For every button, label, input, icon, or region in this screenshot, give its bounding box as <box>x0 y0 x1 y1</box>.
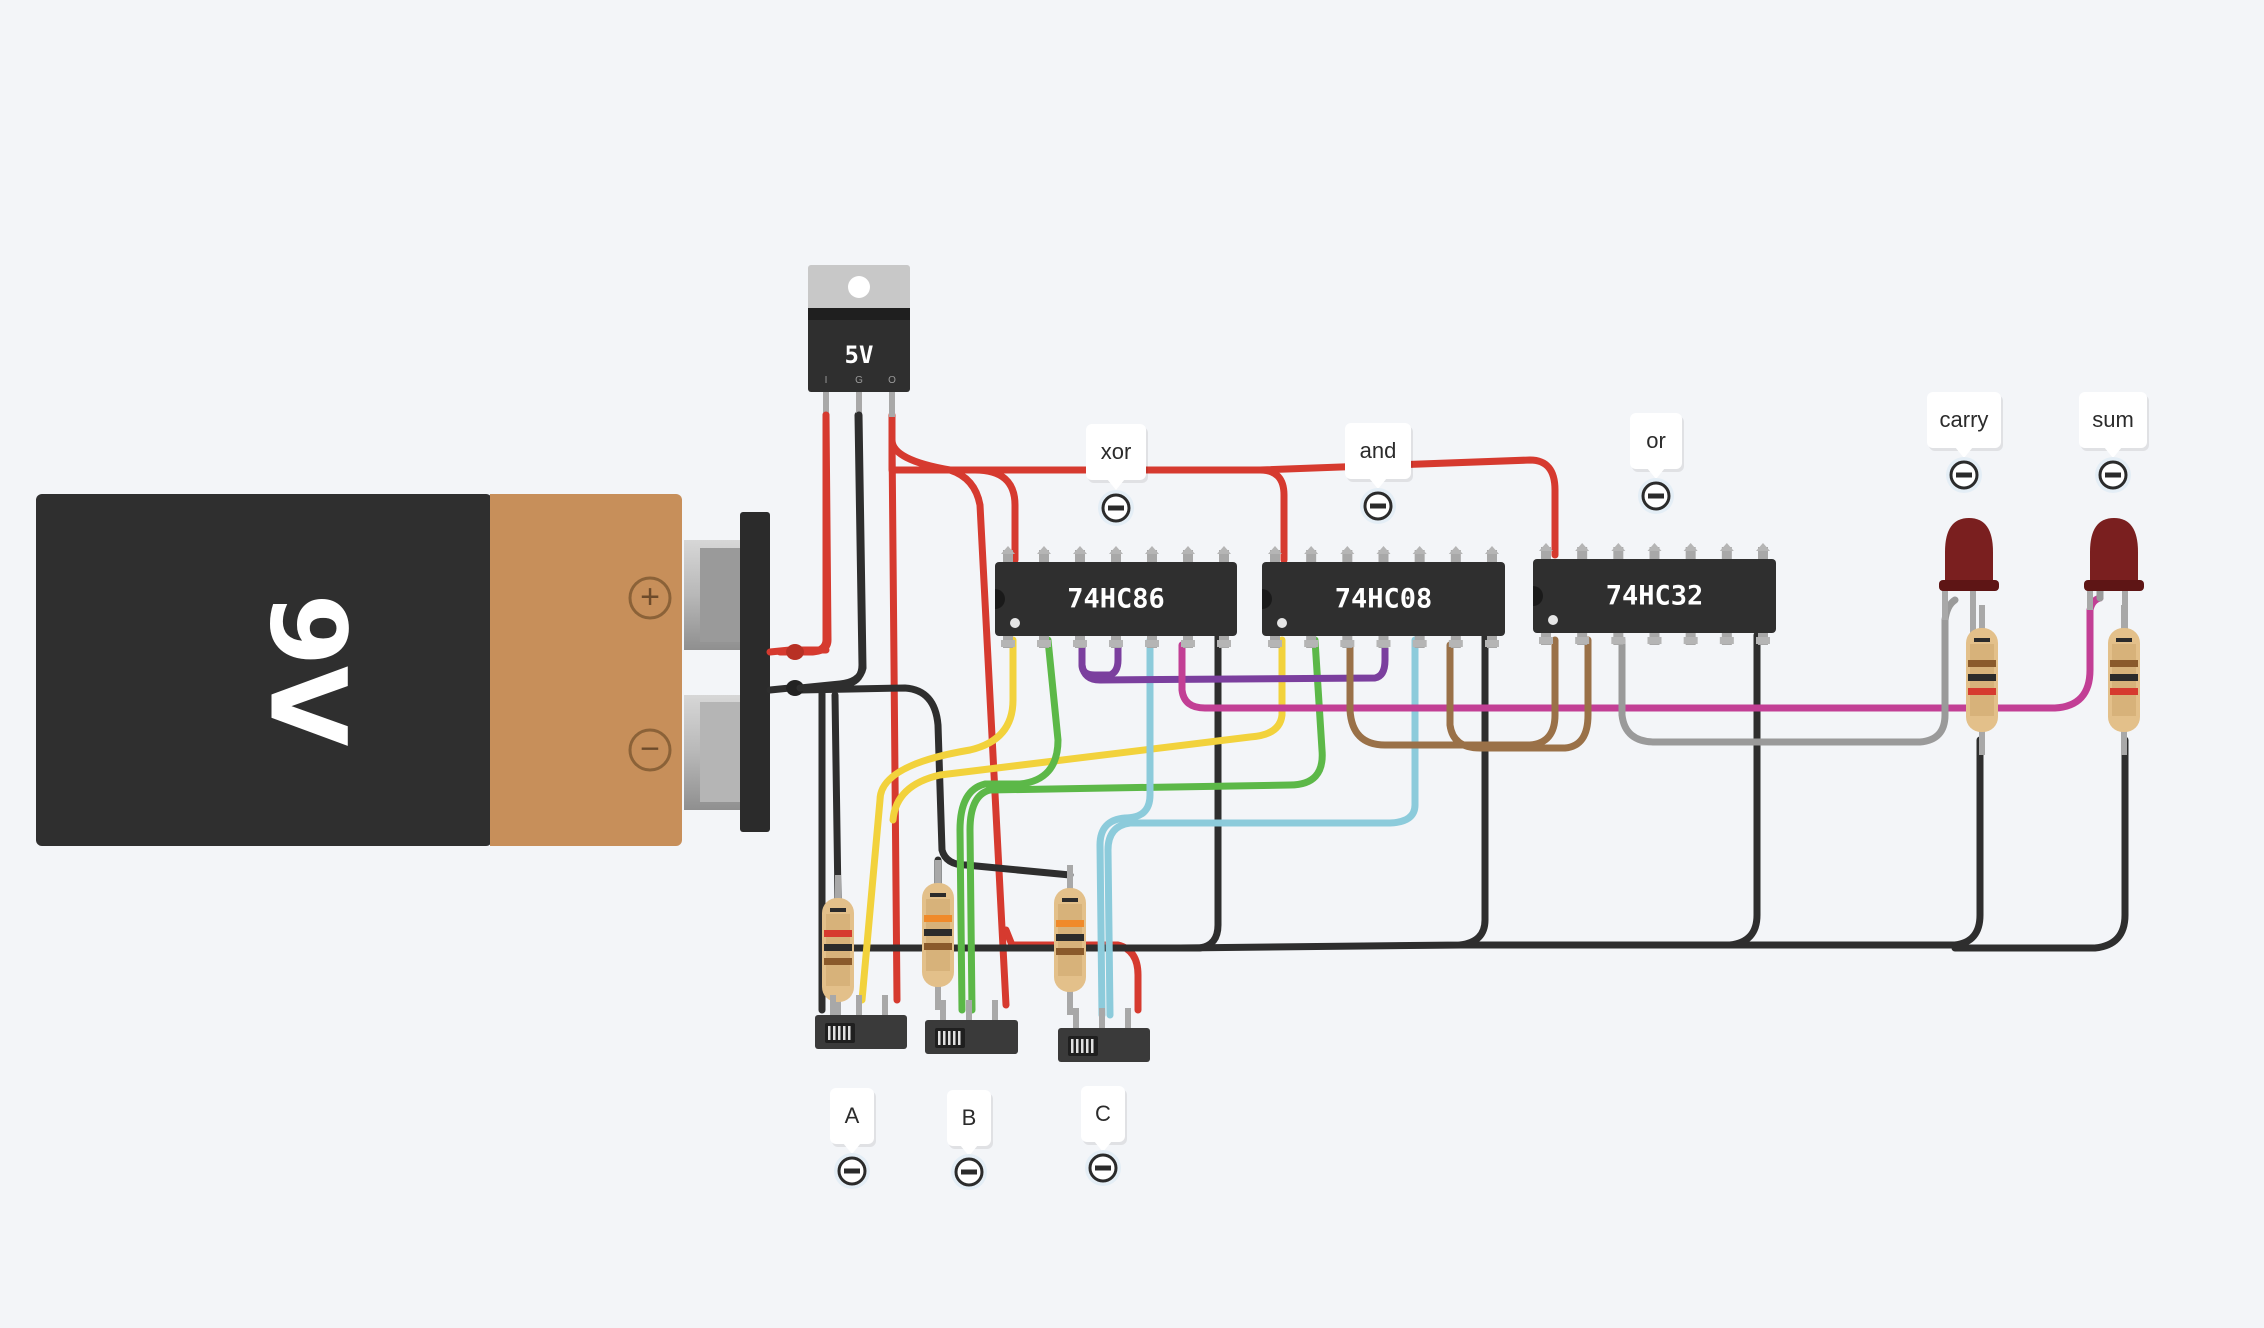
led-carry[interactable] <box>1939 518 1999 635</box>
resistor[interactable] <box>822 875 854 1025</box>
component-label-tag[interactable]: or <box>1630 413 1684 479</box>
collapse-minus-icon[interactable] <box>2095 457 2131 493</box>
ic-pin-top[interactable] <box>1721 547 1732 559</box>
wires <box>776 411 2129 1019</box>
tag-label: sum <box>2092 407 2134 432</box>
collapse-minus-icon[interactable] <box>1098 490 1134 526</box>
ic-pin-top[interactable] <box>1306 550 1317 562</box>
ic-pin-top[interactable] <box>1378 550 1389 562</box>
component-label-tag[interactable]: and <box>1345 423 1413 489</box>
chip-label: 74HC32 <box>1606 581 1704 612</box>
voltage-regulator[interactable]: 5V I G O <box>808 265 910 417</box>
wire-ground[interactable] <box>831 691 842 904</box>
ic-pin-top[interactable] <box>1450 550 1461 562</box>
component-label-tag[interactable]: xor <box>1086 424 1148 490</box>
ic-pin-top[interactable] <box>1487 550 1497 562</box>
ic-pin-top[interactable] <box>1613 547 1624 559</box>
collapse-minus-icon[interactable] <box>951 1154 987 1190</box>
battery-label: 9V <box>247 594 369 747</box>
collapse-minus-icon[interactable] <box>1085 1150 1121 1186</box>
ic-pin-top[interactable] <box>1270 550 1280 562</box>
wire-ground[interactable] <box>1456 631 1761 949</box>
wire-signal-green[interactable] <box>966 636 1326 1014</box>
regulator-pin-label: I <box>825 375 828 386</box>
wire-ground[interactable] <box>1726 736 1984 949</box>
component-label-tag[interactable]: C <box>1081 1086 1127 1152</box>
collapse-minus-icon[interactable] <box>834 1153 870 1189</box>
ic-pin-top[interactable] <box>1342 550 1353 562</box>
battery-9v[interactable]: 9V + − <box>36 494 830 846</box>
wire-power[interactable] <box>776 411 830 656</box>
collapse-minus-icon[interactable] <box>1946 457 1982 493</box>
ic-pin-top[interactable] <box>1758 547 1768 559</box>
ic-pin-top[interactable] <box>1219 550 1229 562</box>
resistor[interactable] <box>2108 605 2140 755</box>
ic-chip-74hc86[interactable]: 74HC86 <box>995 546 1237 648</box>
component-label-tag[interactable]: B <box>947 1090 993 1156</box>
chip-label: 74HC08 <box>1335 584 1433 615</box>
wire-power[interactable] <box>888 436 901 1004</box>
wire-signal-cyan[interactable] <box>1104 636 1419 1019</box>
wire-signal-brown[interactable] <box>1446 636 1592 752</box>
wire-signal-purple[interactable] <box>1078 641 1122 679</box>
tag-label: carry <box>1940 407 1989 432</box>
wire-power[interactable] <box>888 411 1019 564</box>
slide-switch-c[interactable] <box>1058 1008 1150 1062</box>
tag-label: or <box>1646 428 1666 453</box>
ic-pin-top[interactable] <box>1685 547 1696 559</box>
resistor[interactable] <box>922 860 954 1010</box>
ic-pin-top[interactable] <box>1111 550 1121 562</box>
ic-pin-top[interactable] <box>1577 547 1588 559</box>
wire-power[interactable] <box>1256 456 1559 559</box>
component-label-tag[interactable]: A <box>830 1088 876 1154</box>
ic-pin-top[interactable] <box>1147 550 1157 562</box>
slide-switch-b[interactable] <box>925 1000 1018 1054</box>
resistor[interactable] <box>1966 605 1998 755</box>
wire-power[interactable] <box>888 436 1010 1009</box>
wire-signal-yellow[interactable] <box>858 636 1017 1004</box>
ic-pin-top[interactable] <box>1039 550 1049 562</box>
collapse-minus-icon[interactable] <box>1638 478 1674 514</box>
ic-pin-top[interactable] <box>1541 547 1551 559</box>
component-label-tag[interactable]: sum <box>2079 392 2149 458</box>
wire-signal-green[interactable] <box>956 636 1062 1014</box>
ic-pin-top[interactable] <box>1414 550 1425 562</box>
ic-pin-top[interactable] <box>1003 550 1013 562</box>
ic-chip-74hc32[interactable]: 74HC32 <box>1533 543 1776 645</box>
ic-pin-top[interactable] <box>1183 550 1193 562</box>
ic-pin-top[interactable] <box>1649 547 1660 559</box>
wire-signal-purple[interactable] <box>1078 641 1389 684</box>
tag-label: A <box>845 1103 860 1128</box>
ic-chip-74hc08[interactable]: 74HC08 <box>1262 546 1505 648</box>
wire-signal-yellow[interactable] <box>889 636 1286 824</box>
tag-label: and <box>1360 438 1397 463</box>
tag-label: C <box>1095 1101 1111 1126</box>
resistor[interactable] <box>1054 865 1086 1015</box>
ic-pin-top[interactable] <box>1075 550 1085 562</box>
regulator-label: 5V <box>845 341 874 369</box>
component-label-tag[interactable]: carry <box>1927 392 2003 458</box>
regulator-pin-label: O <box>888 375 896 386</box>
battery-minus-icon: − <box>640 730 660 768</box>
tag-label: xor <box>1101 439 1132 464</box>
slide-switch-a[interactable] <box>815 995 907 1049</box>
tag-label: B <box>962 1105 977 1130</box>
regulator-pin-label: G <box>855 375 863 386</box>
collapse-minus-icon[interactable] <box>1360 488 1396 524</box>
battery-plus-icon: + <box>640 578 660 616</box>
wire-ground[interactable] <box>1951 736 2129 952</box>
wire-signal-cyan[interactable] <box>1096 636 1154 1019</box>
chip-label: 74HC86 <box>1067 584 1165 615</box>
